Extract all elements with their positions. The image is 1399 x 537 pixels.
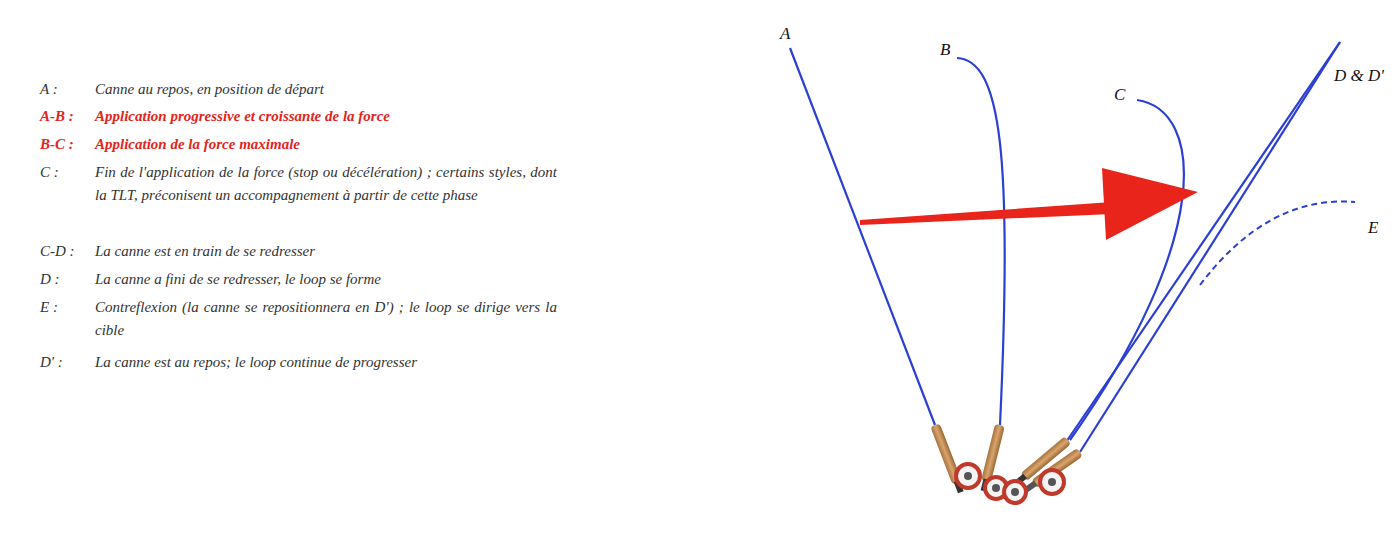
force-arrow-shaft [860, 202, 1112, 225]
step-key: A-B : [40, 105, 74, 128]
rod-d-prime [1080, 42, 1340, 452]
rod-d [1062, 42, 1340, 448]
rod-a [790, 48, 935, 425]
step-text: Fin de l'application de la force (stop o… [95, 161, 557, 207]
step-text: La canne a fini de se redresser, le loop… [95, 268, 381, 291]
reels [956, 464, 1064, 503]
rod-e-counterflex [1200, 201, 1355, 285]
step-text: Application progressive et croissante de… [95, 105, 390, 128]
position-letter: A [780, 22, 790, 45]
step-text: Application de la force maximale [95, 133, 300, 156]
step-key: B-C : [40, 133, 74, 156]
step-key: C : [40, 161, 59, 184]
step-text: Canne au repos, en position de départ [95, 78, 324, 101]
step-key: C-D : [40, 240, 75, 263]
step-key: D : [40, 268, 60, 291]
position-letter: C [1114, 83, 1125, 106]
force-arrow-head [1102, 168, 1198, 240]
rod-b [957, 58, 1005, 425]
step-text: La canne est en train de se redresser [95, 240, 315, 263]
position-letter: D & D' [1334, 64, 1384, 87]
rod-c [1070, 100, 1184, 440]
step-text: Contreflexion (la canne se repositionner… [95, 296, 557, 342]
step-key: E : [40, 296, 58, 319]
position-letter: B [940, 38, 950, 61]
step-text: La canne est au repos; le loop continue … [95, 351, 417, 374]
position-letter: E [1368, 216, 1378, 239]
step-key: D' : [40, 351, 63, 374]
step-key: A : [40, 78, 58, 101]
